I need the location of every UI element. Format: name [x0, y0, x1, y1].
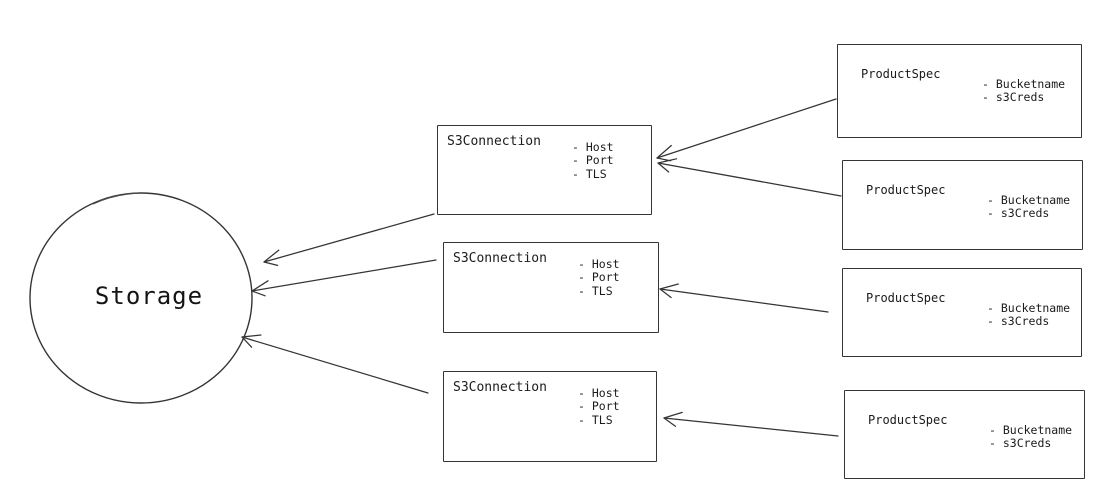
- attribute-item: - Bucketname: [982, 77, 1066, 91]
- arrow-shaft: [251, 259, 437, 292]
- storage-node-label: Storage: [94, 282, 204, 310]
- attribute-item: - Bucketname: [987, 193, 1071, 207]
- arrow-s3-connection-3-to-storage: [241, 334, 429, 394]
- arrowhead: [663, 411, 683, 427]
- node-attributes: - Bucketname - s3Creds: [987, 301, 1071, 329]
- attribute-item: - Bucketname: [987, 301, 1071, 315]
- node-title: ProductSpec: [868, 413, 948, 427]
- arrow-product-spec-3-to-s3-connection-2: [659, 283, 829, 313]
- arrow-shaft: [656, 98, 837, 159]
- arrow-s3-connection-1-to-storage: [263, 213, 435, 267]
- node-title: ProductSpec: [866, 183, 946, 197]
- product-spec-node-4: ProductSpec - Bucketname - s3Creds: [844, 390, 1085, 479]
- s3-connection-node-1: S3Connection - Host - Port - TLS: [437, 125, 652, 215]
- arrowhead: [657, 158, 678, 173]
- attribute-item: - s3Creds: [982, 90, 1045, 105]
- arrow-product-spec-4-to-s3-connection-3: [663, 411, 839, 437]
- arrowhead: [251, 280, 269, 297]
- storage-node-circle: [29, 192, 253, 404]
- product-spec-node-1: ProductSpec - Bucketname - s3Creds: [837, 44, 1082, 138]
- node-attributes: - Host - Port - TLS: [578, 386, 620, 427]
- arrow-product-spec-2-to-s3-connection-1: [657, 158, 842, 197]
- s3-connection-node-2: S3Connection - Host - Port - TLS: [443, 242, 659, 333]
- attribute-item: - Port: [578, 270, 620, 285]
- attribute-item: - Host: [578, 257, 620, 271]
- arrow-shaft: [663, 417, 839, 437]
- s3-connection-node-3: S3Connection - Host - Port - TLS: [443, 371, 657, 462]
- arrow-s3-connection-2-to-storage: [251, 259, 437, 297]
- storage-node-circle-overlap-stroke: [92, 192, 141, 205]
- arrowhead: [263, 249, 280, 267]
- attribute-item: - Bucketname: [989, 423, 1073, 437]
- attribute-item: - Host: [578, 386, 620, 400]
- node-title: S3Connection: [453, 380, 547, 395]
- node-attributes: - Bucketname - s3Creds: [987, 193, 1071, 221]
- arrow-shaft: [657, 162, 842, 197]
- node-attributes: - Host - Port - TLS: [578, 257, 620, 298]
- product-spec-node-2: ProductSpec - Bucketname - s3Creds: [842, 160, 1083, 250]
- node-title: ProductSpec: [866, 291, 946, 305]
- attribute-item: - s3Creds: [989, 436, 1052, 451]
- attribute-item: - TLS: [578, 412, 613, 427]
- arrowhead: [659, 283, 679, 299]
- arrowhead: [241, 334, 262, 348]
- node-title: ProductSpec: [861, 67, 941, 81]
- attribute-item: - TLS: [572, 166, 607, 181]
- node-attributes: - Host - Port - TLS: [572, 140, 614, 181]
- arrow-shaft: [263, 213, 435, 263]
- arrow-shaft: [659, 288, 829, 313]
- node-title: S3Connection: [453, 251, 547, 266]
- arrow-shaft: [241, 336, 429, 394]
- product-spec-node-3: ProductSpec - Bucketname - s3Creds: [842, 268, 1082, 357]
- node-title: S3Connection: [447, 134, 541, 149]
- attribute-item: - s3Creds: [987, 314, 1050, 329]
- attribute-item: - Host: [572, 140, 614, 154]
- attribute-item: - Port: [572, 153, 614, 168]
- attribute-item: - s3Creds: [987, 206, 1050, 221]
- node-attributes: - Bucketname - s3Creds: [989, 423, 1073, 451]
- attribute-item: - TLS: [578, 283, 613, 298]
- node-attributes: - Bucketname - s3Creds: [982, 77, 1066, 105]
- attribute-item: - Port: [578, 399, 620, 414]
- arrowhead: [656, 144, 672, 162]
- arrow-product-spec-1-to-s3-connection-1: [656, 98, 837, 162]
